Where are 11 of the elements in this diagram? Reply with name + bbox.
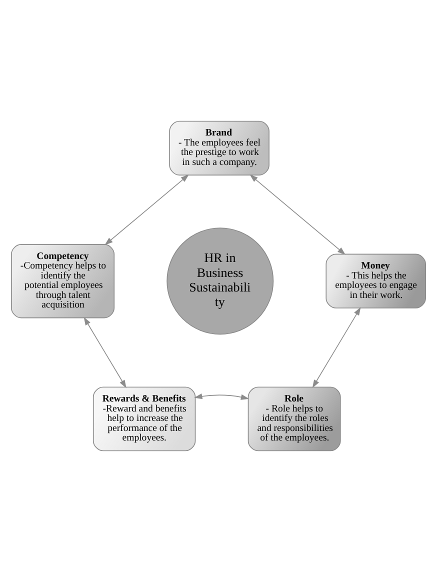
node-box: Brand - The employees feel the prestige to work in such a company. — [169, 120, 270, 176]
arrow — [84, 317, 126, 388]
node-circle: HR in Business Sustainabili ty — [166, 228, 274, 335]
arrow — [250, 174, 346, 255]
node-box: Competency -Competency helps to identify the potential employees through talent acquisition — [11, 244, 115, 318]
arrow — [312, 307, 361, 388]
node-box: Money - This helps the employees to engage in their work. — [326, 254, 426, 308]
arrow — [104, 174, 189, 246]
arrow — [194, 394, 250, 400]
node-box: Role - Role helps to identify the roles and responsibilities of the employees. — [248, 386, 341, 452]
node-box: Rewards & Benefits -Reward and benefits help to increase the performance of the employees. — [92, 386, 196, 452]
